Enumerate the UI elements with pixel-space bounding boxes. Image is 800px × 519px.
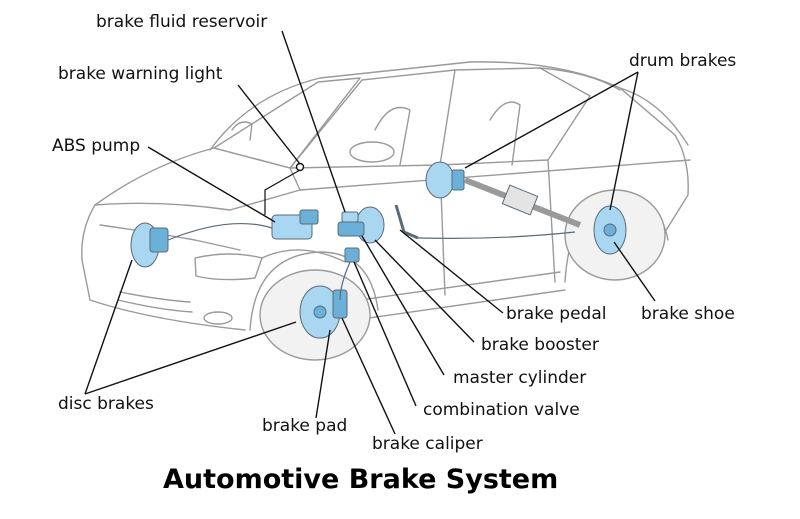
label-brake-shoe: brake shoe (641, 304, 735, 324)
warning-light-icon (295, 162, 305, 172)
master-cylinder-icon (337, 221, 365, 237)
label-combination-valve: combination valve (423, 400, 580, 420)
label-brake-fluid-reservoir: brake fluid reservoir (96, 12, 268, 32)
label-brake-warning-light: brake warning light (58, 64, 223, 84)
brake-fluid-reservoir-icon (341, 211, 359, 223)
leader-lines (84, 30, 656, 435)
label-brake-pedal: brake pedal (506, 304, 607, 324)
label-drum-brakes: drum brakes (629, 51, 737, 71)
label-master-cylinder: master cylinder (453, 368, 587, 388)
brake-pedal-icon (394, 204, 419, 240)
brake-components (130, 161, 627, 339)
label-abs-pump: ABS pump (52, 136, 141, 156)
label-brake-pad: brake pad (262, 416, 348, 436)
label-brake-booster: brake booster (481, 335, 599, 355)
label-brake-caliper: brake caliper (372, 434, 483, 454)
label-disc-brakes: disc brakes (58, 394, 154, 414)
combination-valve-icon (344, 247, 360, 263)
diagram-title: Automotive Brake System (163, 464, 559, 495)
